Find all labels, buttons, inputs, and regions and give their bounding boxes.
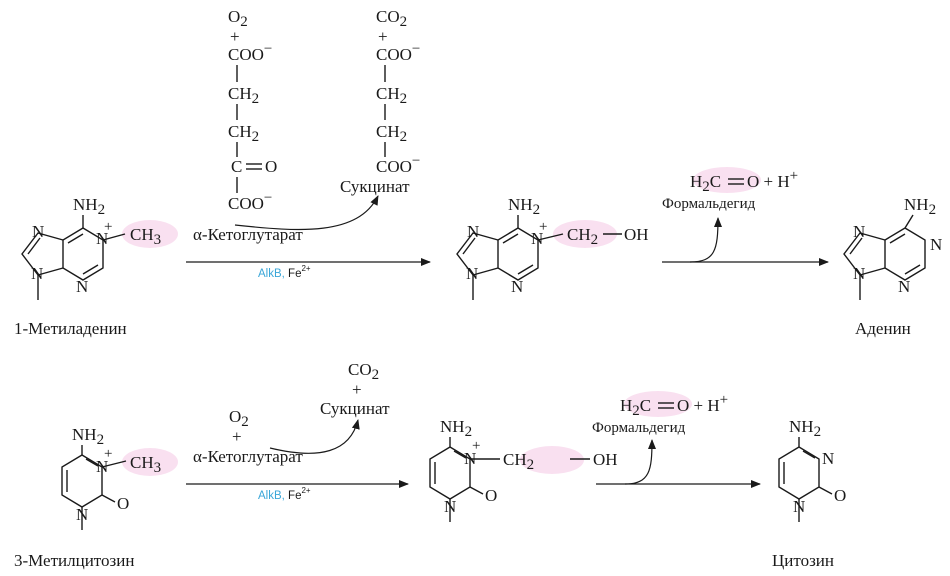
alpha-ketoglutarate-label-bottom: α-Кетоглутарат <box>193 447 303 466</box>
svg-text:N: N <box>531 229 543 248</box>
svg-text:N: N <box>853 222 865 241</box>
svg-text:O: O <box>485 486 497 505</box>
svg-text:NH2: NH2 <box>73 195 105 218</box>
methyladenine-label: 1-Метиладенин <box>14 319 127 338</box>
svg-text:CH2: CH2 <box>228 84 259 107</box>
svg-text:N: N <box>32 222 44 241</box>
svg-text:N: N <box>464 449 476 468</box>
alpha-ketoglutarate-structure: O2 + COO− CH2 CH2 C O COO− α-Кетоглутара… <box>193 7 303 244</box>
alpha-ketoglutarate-label: α-Кетоглутарат <box>193 225 303 244</box>
top-reaction-arrow-2: H2C O + H+ Формальдегид <box>662 167 829 266</box>
cytosine-label: Цитозин <box>772 551 834 570</box>
svg-text:+: + <box>230 27 240 46</box>
svg-text:O: O <box>117 494 129 513</box>
svg-text:CH2: CH2 <box>376 122 407 145</box>
formaldehyde-label-top: Формальдегид <box>662 196 756 212</box>
svg-text:+: + <box>104 446 112 462</box>
svg-text:COO−: COO− <box>228 41 272 64</box>
bottom-reaction-arrow-2: H2C O + H+ Формальдегид <box>592 391 761 488</box>
svg-text:N: N <box>96 229 108 248</box>
methylcytosine-label: 3-Метилцитозин <box>14 551 134 570</box>
methyladenine-structure: NH2 N N + N N CH3 1-Метиладенин <box>14 195 178 338</box>
svg-text:+: + <box>352 380 362 399</box>
svg-text:N: N <box>793 497 805 516</box>
svg-text:CH2: CH2 <box>503 450 534 473</box>
svg-text:CO2: CO2 <box>348 360 379 383</box>
bottom-reaction-arrow-1: AlkB, Fe2+ <box>186 419 409 502</box>
svg-text:COO−: COO− <box>376 153 420 176</box>
hydroxymethyladenine-structure: NH2 N N + N N CH2 OH <box>456 195 649 300</box>
formaldehyde-label-bottom: Формальдегид <box>592 420 686 436</box>
svg-text:NH2: NH2 <box>789 417 821 440</box>
svg-text:NH2: NH2 <box>440 417 472 440</box>
svg-text:NH2: NH2 <box>72 425 104 448</box>
svg-text:N: N <box>96 457 108 476</box>
svg-text:NH2: NH2 <box>904 195 936 218</box>
succinate-label: Сукцинат <box>340 177 410 196</box>
svg-text:+: + <box>378 27 388 46</box>
svg-text:CO2: CO2 <box>376 7 407 30</box>
svg-text:N: N <box>853 264 865 283</box>
svg-text:C: C <box>231 157 242 176</box>
svg-text:CH2: CH2 <box>376 84 407 107</box>
svg-text:N: N <box>76 505 88 524</box>
svg-text:O: O <box>265 157 277 176</box>
svg-text:CH3: CH3 <box>130 225 161 248</box>
svg-text:O + H+: O + H+ <box>747 168 798 191</box>
svg-text:N: N <box>466 264 478 283</box>
svg-text:N: N <box>930 235 942 254</box>
svg-text:N: N <box>444 497 456 516</box>
svg-text:O2: O2 <box>229 407 249 430</box>
svg-text:+: + <box>539 219 547 235</box>
svg-text:OH: OH <box>593 450 618 469</box>
svg-text:+: + <box>232 427 242 446</box>
svg-text:N: N <box>898 277 910 296</box>
svg-text:AlkB, Fe2+: AlkB, Fe2+ <box>258 486 311 502</box>
adenine-structure: NH2 N N N N Аденин <box>843 195 942 338</box>
svg-text:N: N <box>822 449 834 468</box>
svg-text:+: + <box>104 219 112 235</box>
svg-text:CH3: CH3 <box>130 453 161 476</box>
svg-text:O2: O2 <box>228 7 248 30</box>
svg-text:O: O <box>834 486 846 505</box>
methylcytosine-structure: NH2 N + N O CH3 3-Метилцитозин <box>14 425 178 570</box>
svg-text:AlkB, Fe2+: AlkB, Fe2+ <box>258 264 311 280</box>
svg-text:N: N <box>31 264 43 283</box>
svg-text:+: + <box>472 438 480 454</box>
svg-text:CH2: CH2 <box>228 122 259 145</box>
svg-text:COO−: COO− <box>376 41 420 64</box>
cytosine-structure: NH2 N N O Цитозин <box>772 417 846 570</box>
top-reaction-arrow-1: AlkB, Fe2+ <box>186 195 431 280</box>
succinate-structure: CO2 + COO− CH2 CH2 COO− Сукцинат <box>340 7 420 196</box>
svg-text:OH: OH <box>624 225 649 244</box>
svg-text:N: N <box>467 222 479 241</box>
svg-text:N: N <box>511 277 523 296</box>
succinate-label-bottom: Сукцинат <box>320 399 390 418</box>
svg-text:H2C: H2C <box>690 172 721 195</box>
svg-text:N: N <box>76 277 88 296</box>
svg-text:NH2: NH2 <box>508 195 540 218</box>
bottom-cosubstrates: O2 + α-Кетоглутарат CO2 + Сукцинат <box>193 360 390 466</box>
svg-text:H2C: H2C <box>620 396 651 419</box>
svg-text:O + H+: O + H+ <box>677 392 728 415</box>
svg-text:COO−: COO− <box>228 190 272 213</box>
adenine-label: Аденин <box>855 319 911 338</box>
svg-text:CH2: CH2 <box>567 225 598 248</box>
hydroxymethylcytosine-structure: NH2 N + N O CH2 OH <box>429 417 618 522</box>
